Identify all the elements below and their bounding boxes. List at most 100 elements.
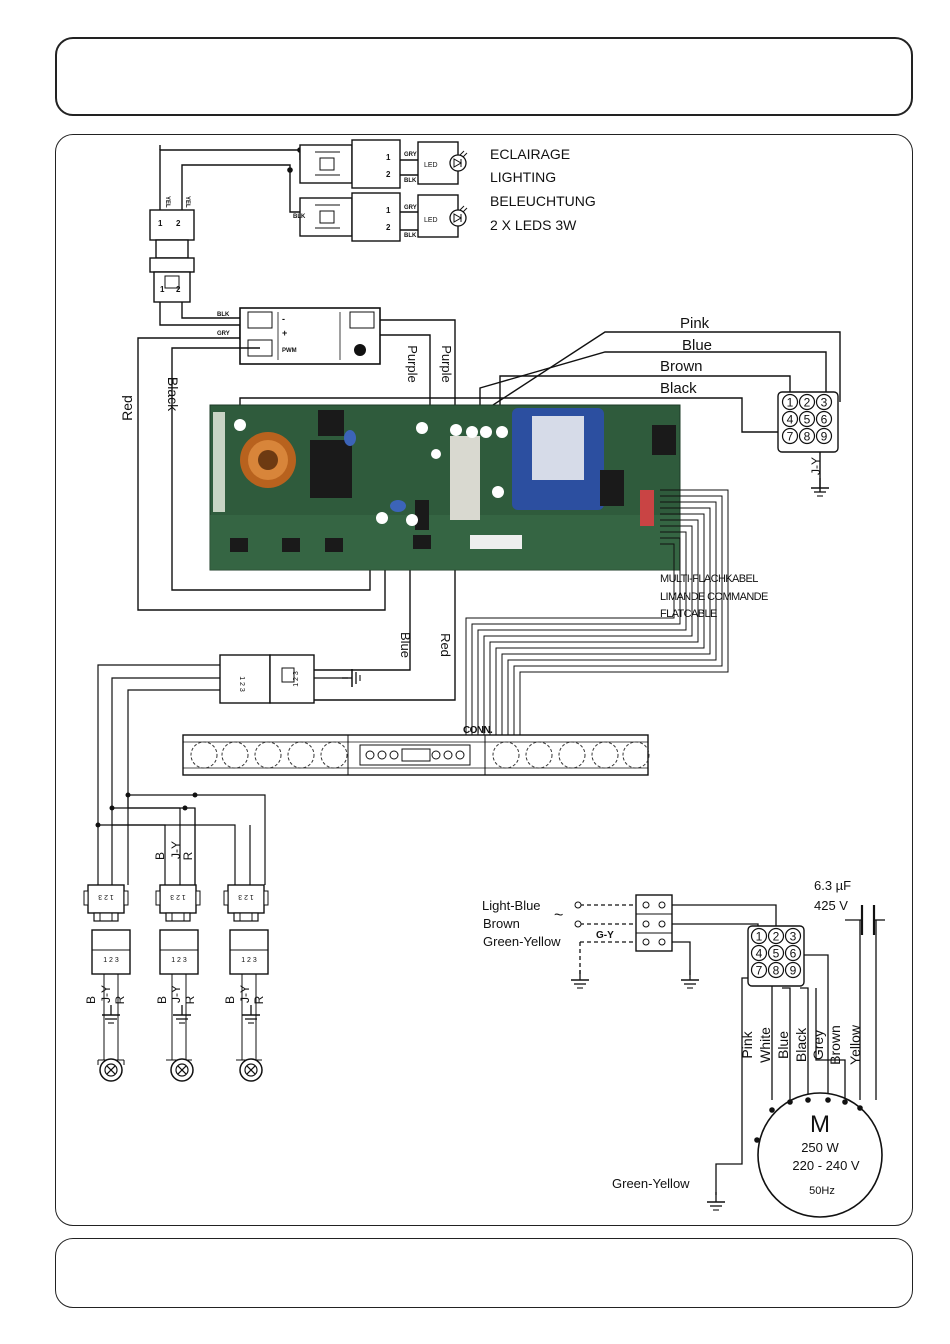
connector-motor-pin-number: 1 (756, 929, 763, 943)
center-plug-pair (219, 654, 348, 704)
pin-label: 2 (176, 219, 181, 228)
lighting-wiring (159, 145, 456, 430)
motor-wire-label: Grey (810, 1030, 826, 1060)
lamp-wire-jy: J-Y (238, 985, 252, 1003)
ground-icon (680, 969, 700, 989)
board-wiring (137, 331, 841, 701)
lamp-bulb-icon (99, 1058, 123, 1082)
wire-label-black: Black (660, 380, 697, 397)
connector-motor-pin-circle (767, 944, 785, 962)
diagram-frame (55, 134, 913, 1226)
motor-wire-label: Brown (827, 1025, 843, 1065)
lamp-wire-jy: J-Y (99, 985, 113, 1003)
led-tag: LED (424, 217, 438, 224)
capacitor (845, 905, 885, 935)
power-terminal-block (574, 894, 673, 952)
control-panel (182, 734, 650, 776)
connector-motor-pin-circle (750, 944, 768, 962)
lamp-wire-r: R (252, 995, 266, 1004)
ground-icon (341, 668, 361, 688)
flatcable-label-fr: LIMANDE COMMANDE (660, 591, 768, 603)
led-connector-upper (299, 139, 459, 189)
lighting-labels: ECLAIRAGE LIGHTING BELEUCHTUNG 2 X LEDS … (424, 146, 596, 233)
wire-label-jy: J-Y (809, 457, 823, 475)
wire-label-brown: Brown (660, 358, 703, 375)
lamp-wire-b: B (84, 996, 98, 1004)
lamp-pin-label: 1 2 3 (103, 957, 119, 964)
flatcable-labels: MULTI-FLACHKABEL LIMANDE COMMANDE FLATCA… (463, 573, 769, 736)
pin-label: 1 (160, 285, 165, 294)
ground-icon (172, 1004, 192, 1024)
polarity-plus: + (282, 328, 287, 338)
motor-symbol: M (810, 1111, 830, 1138)
connector-top-pin-circle (798, 427, 816, 445)
motor (757, 1092, 883, 1218)
lamp-plug-3 (223, 884, 269, 1061)
lamp-junctions (95, 792, 198, 828)
lamp-wire-b: B (223, 996, 237, 1004)
lighting-plug-pair (149, 209, 195, 303)
motor-terminals (754, 1097, 863, 1143)
connector-motor-pin-circle (750, 961, 768, 979)
motor-voltage: 220 - 240 V (792, 1158, 860, 1173)
header-box (55, 37, 913, 116)
flatcable-label-de: MULTI-FLACHKABEL (660, 573, 758, 585)
lighting-label-en: LIGHTING (490, 169, 556, 185)
center-plug-pin-label: 1 2 3 (293, 671, 300, 687)
led-tag: LED (424, 162, 438, 169)
lamp-pin-label: 1 2 3 (98, 893, 114, 900)
lamp-pin-label: 1 2 3 (241, 957, 257, 964)
connector-top-pin-number: 1 (787, 395, 794, 409)
connector-top-pin-circle (815, 410, 833, 428)
lamp-plug-2 (155, 884, 201, 1061)
connector-top-pin-circle (781, 393, 799, 411)
connector-motor-pin-circle (750, 927, 768, 945)
ground-icon (810, 477, 830, 497)
wire-label-blue: Blue (682, 337, 712, 354)
motor-wire-label: White (757, 1027, 773, 1063)
pin-label: 1 (158, 219, 163, 228)
ground-icon (241, 1004, 261, 1024)
wire-color-labels: Pink Blue Brown Black Red Black Purple P… (119, 315, 823, 658)
ac-tilde: ~ (554, 907, 563, 924)
connector-motor-pin-circle (784, 927, 802, 945)
footer-box (55, 1238, 913, 1308)
lamp-wire-r: R (181, 851, 195, 860)
lighting-label-fr: ECLAIRAGE (490, 146, 570, 162)
wire-tag-grey: GRY (404, 152, 417, 158)
wire-label-red: Red (438, 633, 453, 657)
pin-label: 1 (386, 153, 391, 162)
power-label-green-yellow: Green-Yellow (483, 934, 561, 949)
connector-top-pin-number: 5 (804, 412, 811, 426)
lamp-wiring (97, 664, 266, 885)
led-connector-lower (299, 192, 459, 242)
connector-top-pin-number: 9 (821, 429, 828, 443)
connector-top-pin-number: 3 (821, 395, 828, 409)
center-plug-pin-label: 1 2 3 (238, 676, 245, 692)
wire-tag-grey: GRY (217, 331, 230, 337)
connector-motor-pin-number: 4 (756, 946, 763, 960)
lamp-pin-label: 1 2 3 (170, 893, 186, 900)
connector-top-pin-circle (798, 393, 816, 411)
lighting-label-de: BELEUCHTUNG (490, 193, 596, 209)
lamp-pin-label: 1 2 3 (171, 957, 187, 964)
flatcable (465, 489, 729, 735)
connector-motor-pin-number: 7 (756, 963, 763, 977)
lamp-wire-r: R (183, 995, 197, 1004)
connector-motor-pin-number: 2 (773, 929, 780, 943)
lamp-wire-jy: J-Y (169, 985, 183, 1003)
power-labels: Light-Blue Brown Green-Yellow ~ G-Y (482, 898, 614, 949)
pin-label: 2 (386, 223, 391, 232)
power-label-gy: G-Y (596, 930, 614, 941)
connector-motor-pin-circle (784, 961, 802, 979)
motor-power: 250 W (801, 1140, 839, 1155)
lamp-bulb-icon (239, 1058, 263, 1082)
wire-label-blue: Blue (398, 632, 413, 658)
motor-wire-label: Yellow (847, 1024, 863, 1065)
connector-motor-pin-number: 3 (790, 929, 797, 943)
capacitor-value: 6.3 µF (814, 878, 851, 893)
connector-motor-pin-number: 9 (790, 963, 797, 977)
